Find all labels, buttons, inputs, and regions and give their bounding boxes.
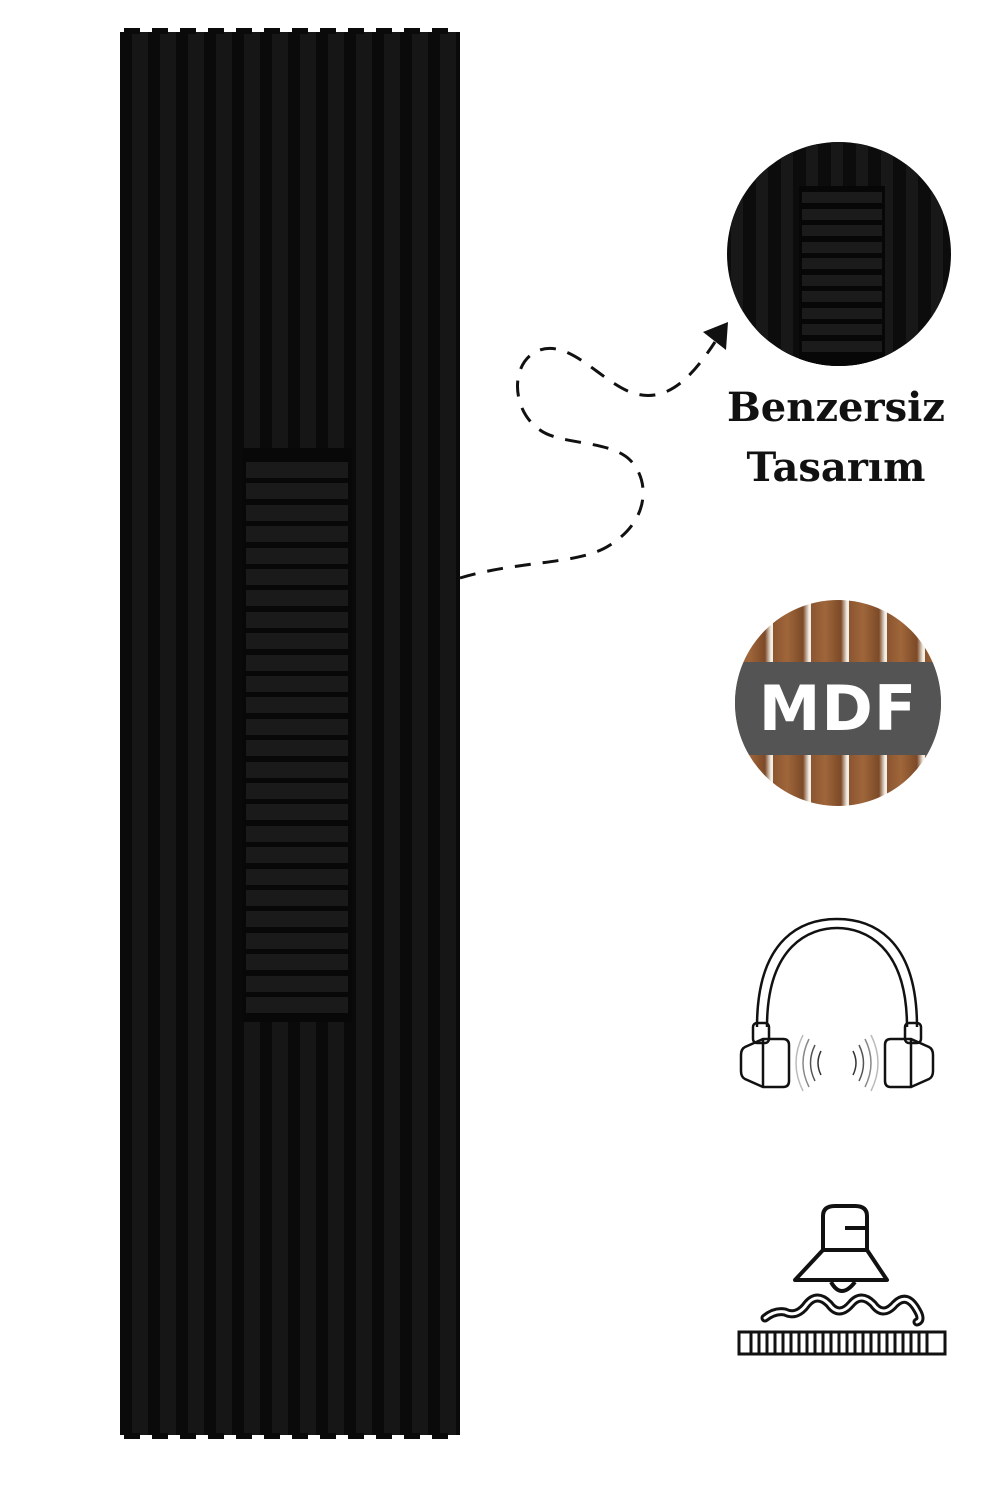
vertical-slat (216, 32, 232, 1435)
slat-edge (432, 28, 448, 34)
horizontal-slat (246, 847, 348, 864)
vertical-slat (412, 32, 428, 1435)
slat-edge (404, 28, 420, 34)
feature-title-line2: Tasarım (746, 444, 926, 491)
acoustic-panel-product (120, 28, 460, 1439)
horizontal-slat (246, 504, 348, 521)
headphones-sound-icon (739, 917, 935, 1092)
slat-edge (292, 1433, 308, 1439)
horizontal-slat (246, 718, 348, 735)
slat-edge (348, 28, 364, 34)
slat-edge (124, 1433, 140, 1439)
slat-edge (292, 28, 308, 34)
horizontal-slat (246, 483, 348, 500)
slat-edge (236, 1433, 252, 1439)
slat-edge (208, 1433, 224, 1439)
horizontal-slat (246, 783, 348, 799)
slat-edge (404, 1433, 420, 1439)
slat-edge (152, 1433, 168, 1439)
slat-edge (320, 28, 336, 34)
lamp-sound-absorption-icon (737, 1204, 947, 1356)
mdf-badge: MDF (735, 662, 941, 755)
vertical-slat (188, 32, 204, 1435)
horizontal-slat (246, 462, 348, 478)
horizontal-slat (246, 804, 348, 821)
horizontal-slat-inset (242, 448, 352, 1022)
slat-edge (264, 1433, 280, 1439)
horizontal-slat (246, 975, 348, 992)
mdf-wood-icon: MDF (735, 600, 941, 806)
horizontal-slat (246, 890, 348, 906)
slat-edge (320, 1433, 336, 1439)
horizontal-slat (246, 569, 348, 585)
feature-title-line1: Benzersiz (726, 384, 945, 431)
slat-edge (180, 28, 196, 34)
horizontal-slat (246, 868, 348, 885)
horizontal-slat (246, 611, 348, 628)
slat-edge (152, 28, 168, 34)
horizontal-slat (246, 997, 348, 1013)
horizontal-slat (246, 633, 348, 650)
mdf-badge-text: MDF (758, 672, 918, 745)
horizontal-slat (246, 676, 348, 692)
horizontal-slat (246, 526, 348, 543)
slat-edge (264, 28, 280, 34)
horizontal-slat (246, 932, 348, 949)
horizontal-slat (246, 911, 348, 928)
horizontal-slat (246, 590, 348, 607)
slat-edge (180, 1433, 196, 1439)
vertical-slat (132, 32, 148, 1435)
slat-edge (208, 28, 224, 34)
vertical-slat (440, 32, 456, 1435)
horizontal-slat (246, 761, 348, 778)
horizontal-slat (246, 954, 348, 971)
horizontal-slat (246, 547, 348, 564)
slat-edge (236, 28, 252, 34)
slat-edge (376, 1433, 392, 1439)
slat-edge (124, 28, 140, 34)
slat-edge (432, 1433, 448, 1439)
vertical-slat (356, 32, 372, 1435)
horizontal-slat (246, 697, 348, 714)
horizontal-slat (246, 740, 348, 757)
vertical-slat (160, 32, 176, 1435)
vertical-slat (384, 32, 400, 1435)
horizontal-slat (246, 654, 348, 671)
horizontal-slat (246, 825, 348, 842)
slat-edge (376, 28, 392, 34)
zoom-detail-icon (727, 142, 951, 366)
slat-edge (348, 1433, 364, 1439)
